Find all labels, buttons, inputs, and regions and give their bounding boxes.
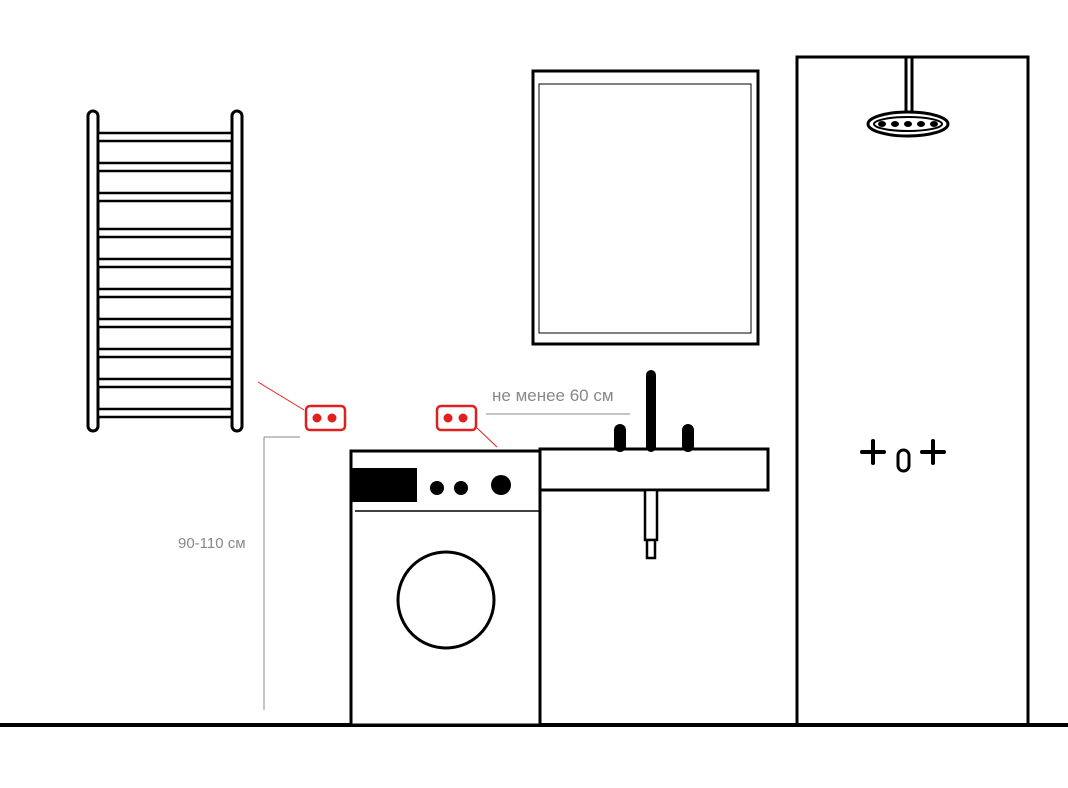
towel-rail-rung <box>96 191 234 203</box>
towel-rail-rung <box>96 227 234 239</box>
towel-rail-rung <box>96 317 234 329</box>
height-dimension-line <box>263 436 300 710</box>
power-socket-icon <box>435 404 478 432</box>
power-socket-icon <box>304 404 347 432</box>
sink-icon <box>538 370 770 725</box>
socket-leader-line <box>257 381 305 411</box>
socket-height-label: 90-110 см <box>178 535 246 552</box>
towel-rail-rung <box>96 407 234 419</box>
towel-rail-rung <box>96 131 234 143</box>
shower-mixer-icon <box>860 439 946 473</box>
towel-rail-rung <box>96 377 234 389</box>
min-distance-label: не менее 60 см <box>492 386 614 405</box>
towel-rail-rung <box>96 161 234 173</box>
towel-rail-icon <box>86 109 244 433</box>
mirror-icon <box>531 69 760 346</box>
towel-rail-rung <box>96 347 234 359</box>
socket-leader-line <box>476 427 498 448</box>
towel-rail-rung <box>96 287 234 299</box>
shower-icon <box>795 55 1030 727</box>
towel-rail-rung <box>96 257 234 269</box>
washing-machine-icon <box>349 449 542 727</box>
